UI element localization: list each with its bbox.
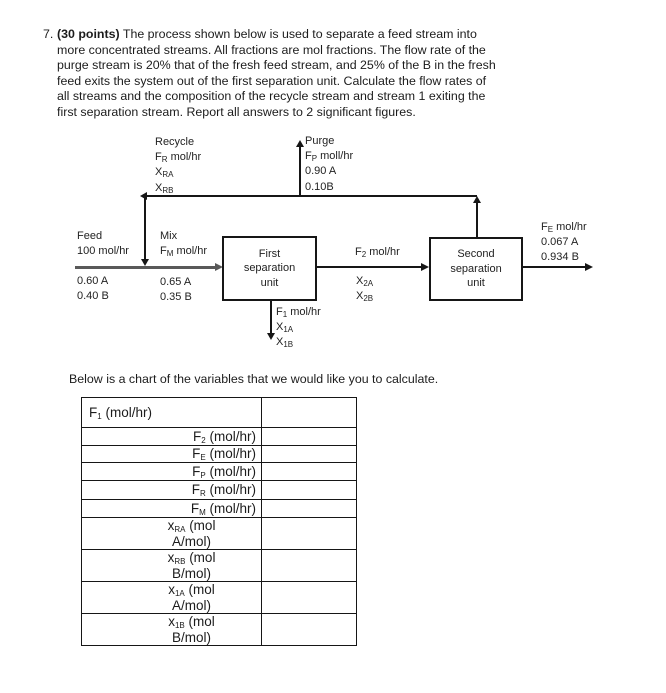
table-row: F1 (mol/hr) — [81, 397, 357, 428]
second-unit-label-line3: unit — [467, 277, 485, 290]
chart-intro-text: Below is a chart of the variables that w… — [69, 372, 439, 386]
recycle-frac-a: XRA — [155, 166, 174, 180]
f2-flow: F2 mol/hr — [355, 246, 400, 259]
value-cell — [261, 581, 357, 614]
first-unit-label-line1: First — [258, 247, 281, 260]
problem-number: 7. — [43, 27, 54, 41]
first-unit-label-line3: unit — [260, 276, 279, 289]
purge-line — [299, 147, 301, 197]
value-cell — [261, 427, 357, 446]
value-cell — [261, 397, 357, 428]
feed-name: Feed — [77, 230, 103, 242]
exit-arrowhead — [585, 263, 593, 271]
recycle-down-arrowhead — [141, 259, 149, 266]
second-unit-label-line1: Second — [457, 248, 495, 261]
value-cell — [261, 499, 357, 518]
table-row: FR (mol/hr) — [81, 480, 357, 500]
purge-arrowhead — [296, 140, 304, 147]
variables-table: F1 (mol/hr)F2 (mol/hr)FE (mol/hr)FP (mol… — [81, 397, 357, 646]
recycle-stream-label: Recycle FR mol/hr XRA XRB — [155, 135, 201, 196]
f1-frac-a: X1A — [276, 321, 294, 335]
f2-frac-b: X2B — [356, 290, 374, 304]
points-label: (30 points) — [57, 27, 120, 41]
second-unit-recycle-line — [476, 203, 478, 238]
table-row: FE (mol/hr) — [81, 445, 357, 463]
variables-table-body: F1 (mol/hr)F2 (mol/hr)FE (mol/hr)FP (mol… — [81, 397, 357, 646]
f2-frac-a: X2A — [356, 275, 374, 288]
value-cell — [261, 517, 357, 550]
mix-frac-a: 0.65 A — [160, 276, 192, 288]
variable-label-cell: FP (mol/hr) — [81, 462, 262, 481]
table-row: F2 (mol/hr) — [81, 427, 357, 446]
feed-fractions-label: 0.60 A 0.40 B — [77, 274, 109, 304]
purge-flow: FP moll/hr — [305, 150, 354, 164]
recycle-flow: FR mol/hr — [155, 151, 202, 165]
first-separation-unit-box: First separation unit — [222, 236, 317, 301]
table-row: FP (mol/hr) — [81, 462, 357, 481]
f2-flow-label: F2 mol/hr — [355, 245, 400, 260]
value-cell — [261, 613, 357, 646]
problem-text: The process shown below is used to separ… — [57, 27, 496, 119]
recycle-name: Recycle — [155, 136, 195, 148]
exit-line — [523, 266, 586, 268]
recycle-frac-b: XRB — [155, 181, 174, 195]
mix-flow: FM mol/hr — [160, 245, 208, 259]
variable-label-cell: F2 (mol/hr) — [81, 427, 262, 446]
variable-label-cell: FR (mol/hr) — [81, 480, 262, 500]
f1-flow: F1 mol/hr — [276, 306, 321, 319]
f1-line — [270, 301, 272, 334]
recycle-left-arrowhead — [140, 192, 147, 200]
feed-line — [75, 266, 216, 269]
exit-stream-label: FE mol/hr 0.067 A 0.934 B — [541, 220, 587, 266]
mix-fractions-label: 0.65 A 0.35 B — [160, 275, 192, 305]
mix-stream-label: Mix FM mol/hr — [160, 229, 207, 259]
purge-frac-b: 0.10B — [305, 180, 334, 193]
value-cell — [261, 549, 357, 582]
value-cell — [261, 445, 357, 463]
f2-fractions-label: X2A X2B — [356, 274, 373, 304]
f2-arrowhead — [421, 263, 429, 271]
f1-frac-b: X1B — [276, 336, 294, 350]
purge-frac-a: 0.90 A — [305, 165, 337, 178]
purge-stream-label: Purge FP moll/hr 0.90 A 0.10B — [305, 134, 353, 195]
exit-flow: FE mol/hr — [541, 221, 587, 234]
exit-frac-a: 0.067 A — [541, 236, 579, 249]
feed-stream-label: Feed 100 mol/hr — [77, 229, 129, 259]
variable-label-cell: F1 (mol/hr) — [81, 397, 262, 428]
feed-arrowhead — [215, 263, 223, 271]
feed-frac-a: 0.60 A — [77, 275, 109, 287]
second-unit-recycle-arrowhead — [473, 196, 481, 203]
f1-stream-label: F1 mol/hr X1A X1B — [276, 305, 321, 351]
mix-frac-b: 0.35 B — [160, 291, 192, 304]
feed-flow: 100 mol/hr — [77, 245, 129, 258]
second-separation-unit-box: Second separation unit — [429, 237, 523, 301]
exit-frac-b: 0.934 B — [541, 251, 579, 264]
second-unit-label-line2: separation — [450, 262, 502, 275]
f2-line — [317, 266, 423, 268]
purge-name: Purge — [305, 135, 335, 147]
variable-label-cell: FM (mol/hr) — [81, 499, 262, 518]
value-cell — [261, 480, 357, 500]
problem-statement: (30 points) The process shown below is u… — [57, 27, 500, 120]
variable-label-cell: FE (mol/hr) — [81, 445, 262, 463]
recycle-down-line — [144, 195, 146, 260]
recycle-header-line — [145, 195, 477, 197]
feed-frac-b: 0.40 B — [77, 290, 109, 303]
f1-arrowhead — [267, 333, 275, 340]
value-cell — [261, 462, 357, 481]
mix-name: Mix — [160, 230, 178, 242]
first-unit-label-line2: separation — [243, 262, 296, 275]
table-row: FM (mol/hr) — [81, 499, 357, 518]
